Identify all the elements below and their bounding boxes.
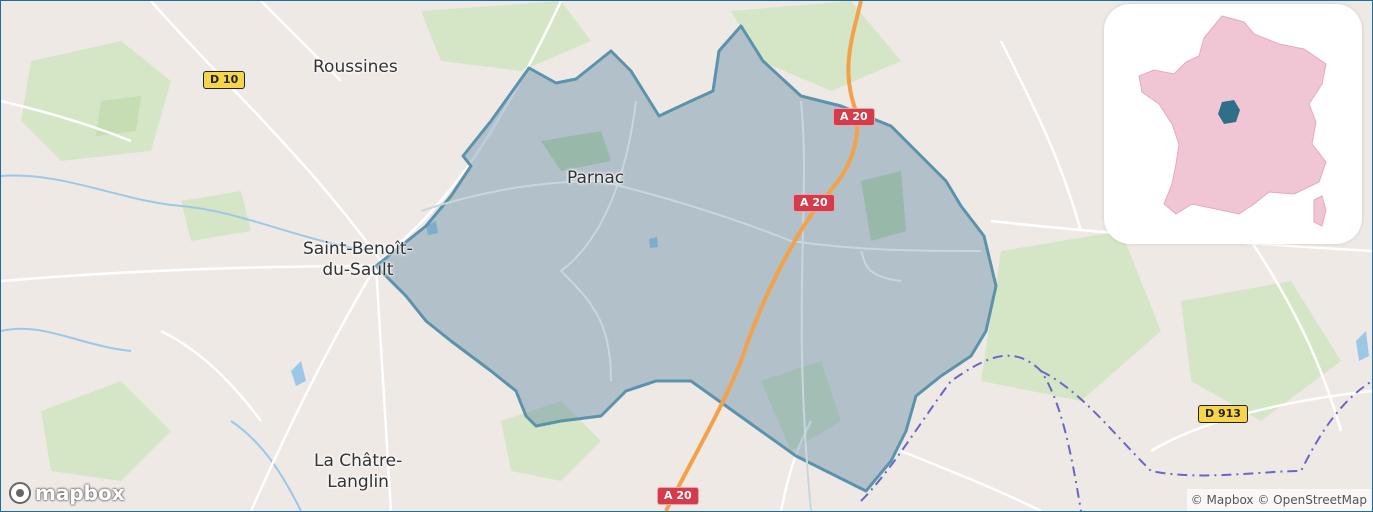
place-label-roussines: Roussines — [313, 57, 398, 77]
road-shield-d10: D 10 — [203, 71, 246, 89]
commune-roads — [420, 100, 982, 511]
road-shield-a20-top: A 20 — [833, 108, 875, 126]
department-boundary — [860, 354, 1372, 511]
mapbox-logo-text: mapbox — [35, 481, 125, 505]
map-attribution[interactable]: © Mapbox © OpenStreetMap — [1186, 489, 1371, 511]
place-label-saint-benoit-du-sault: Saint-Benoît- du-Sault — [303, 239, 413, 280]
corsica — [1313, 195, 1327, 227]
commune-area[interactable] — [374, 24, 998, 493]
road-shield-a20-mid: A 20 — [793, 194, 835, 212]
road-shield-a20-bottom: A 20 — [657, 487, 699, 505]
place-label-parnac: Parnac — [567, 168, 625, 188]
france-locator-inset — [1104, 4, 1362, 244]
motorway-a20 — [664, 1, 863, 511]
place-label-la-chatre-langlin: La Châtre- Langlin — [314, 451, 403, 492]
rivers — [1, 174, 372, 511]
mapbox-logo-icon — [9, 482, 31, 504]
france-map — [1138, 15, 1327, 227]
mapbox-logo[interactable]: mapbox — [9, 480, 125, 506]
department-highlight — [1218, 100, 1240, 124]
road-shield-d913: D 913 — [1198, 405, 1248, 423]
